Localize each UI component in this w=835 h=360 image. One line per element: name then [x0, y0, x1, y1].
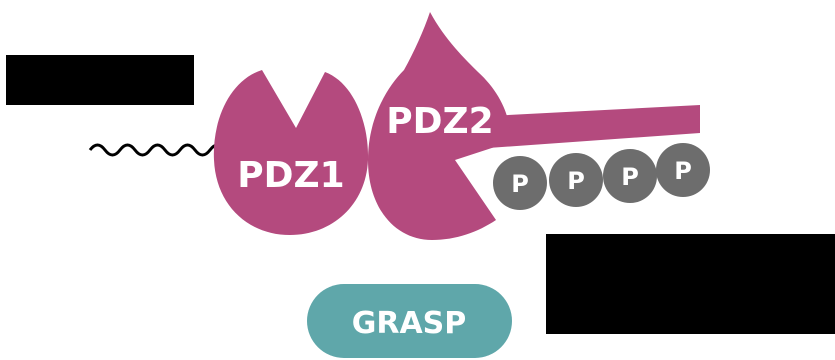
- phospho-site: P: [549, 153, 603, 207]
- pdz1-domain-shape: [214, 70, 368, 235]
- pdz2-label: PDZ2: [386, 101, 493, 142]
- phospho-site: P: [603, 149, 657, 203]
- linker-wave: [90, 145, 225, 155]
- phospho-site: P: [493, 156, 547, 210]
- phospho-site-label: P: [621, 163, 639, 191]
- phospho-site-label: P: [567, 167, 585, 195]
- redaction-box-right: [546, 234, 835, 334]
- phospho-site: P: [656, 143, 710, 197]
- grasp-label: GRASP: [352, 306, 467, 341]
- phospho-site-label: P: [511, 170, 529, 198]
- pdz1-label: PDZ1: [237, 155, 344, 196]
- redaction-box-left: [6, 55, 194, 105]
- phospho-site-label: P: [674, 157, 692, 185]
